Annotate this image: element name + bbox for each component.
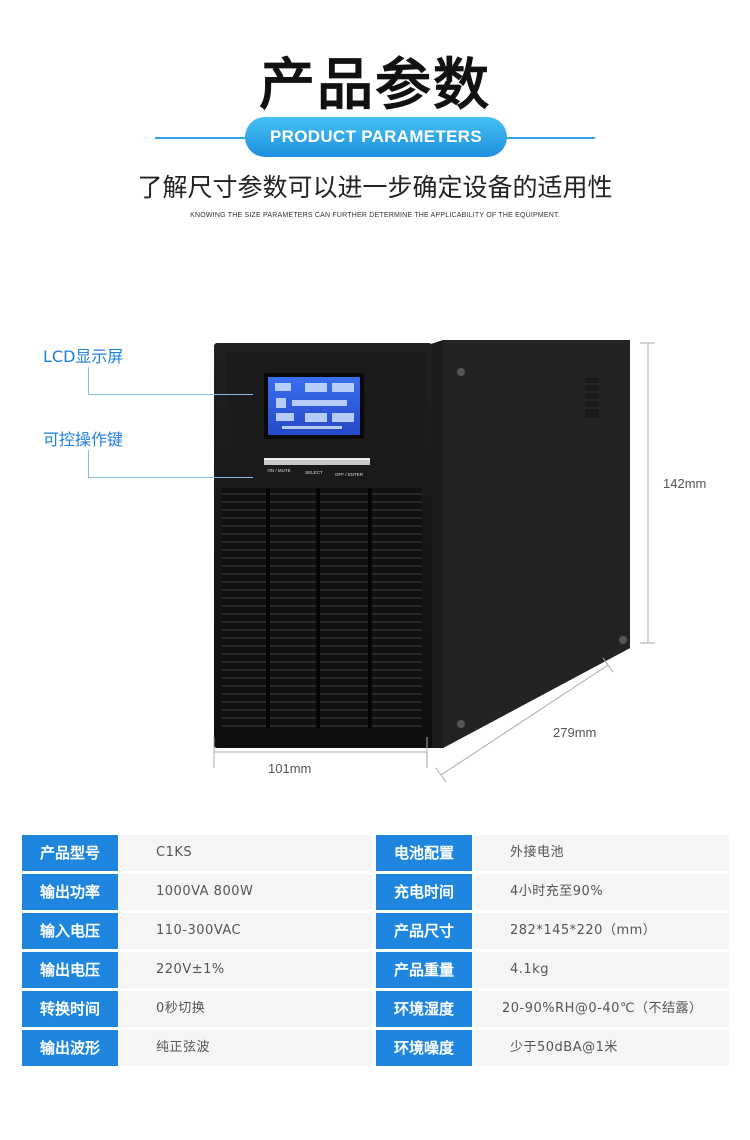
spec-value: 282*145*220（mm）	[474, 913, 729, 949]
spec-value: C1KS	[120, 835, 372, 871]
button-on-mute: ON / MUTE	[267, 468, 290, 473]
spec-value: 外接电池	[474, 835, 729, 871]
spec-value: 少于50dBA@1米	[474, 1030, 729, 1066]
table-row: 输出波形 纯正弦波 环境噪度 少于50dBA@1米	[22, 1030, 729, 1066]
spec-key: 产品重量	[376, 952, 472, 988]
spec-key: 输入电压	[22, 913, 118, 949]
depth-label: 279mm	[553, 725, 597, 740]
spec-key: 环境湿度	[376, 991, 472, 1027]
depth-dimension-line	[440, 664, 609, 776]
callout-keys-line-h	[88, 477, 253, 478]
callout-lcd-line-v	[88, 367, 89, 394]
spec-value: 4.1kg	[474, 952, 729, 988]
ups-product-image: ON / MUTE SELECT OFF / ENTER	[213, 340, 655, 783]
subtitle: 了解尺寸参数可以进一步确定设备的适用性	[137, 173, 613, 202]
subtitle-english: KNOWING THE SIZE PARAMETERS CAN FURTHER …	[190, 212, 560, 219]
spec-key: 电池配置	[376, 835, 472, 871]
page-title: 产品参数	[259, 53, 491, 118]
table-row: 转换时间 0秒切换 环境湿度 20-90%RH@0-40℃（不结露）	[22, 991, 729, 1027]
button-off-enter: OFF / ENTER	[335, 472, 364, 477]
spec-value: 0秒切换	[120, 991, 372, 1027]
spec-value: 20-90%RH@0-40℃（不结露）	[474, 991, 729, 1027]
button-select: SELECT	[305, 470, 323, 475]
front-vent	[222, 488, 422, 728]
spec-value: 1000VA 800W	[120, 874, 372, 910]
spec-key: 输出波形	[22, 1030, 118, 1066]
badge-line-right	[502, 137, 595, 139]
callout-keys-line-v	[88, 450, 89, 477]
table-row: 输出电压 220V±1% 产品重量 4.1kg	[22, 952, 729, 988]
spec-value: 纯正弦波	[120, 1030, 372, 1066]
callout-lcd: LCD显示屏	[43, 347, 124, 366]
spec-value: 4小时充至90%	[474, 874, 729, 910]
spec-value: 220V±1%	[120, 952, 372, 988]
callout-keys: 可控操作键	[43, 430, 124, 449]
badge-line-left	[155, 137, 250, 139]
height-label: 142mm	[663, 476, 707, 491]
spec-key: 环境噪度	[376, 1030, 472, 1066]
width-label: 101mm	[268, 761, 312, 776]
spec-key: 输出电压	[22, 952, 118, 988]
spec-value: 110-300VAC	[120, 913, 372, 949]
table-row: 产品型号 C1KS 电池配置 外接电池	[22, 835, 729, 871]
spec-key: 充电时间	[376, 874, 472, 910]
section-badge: PRODUCT PARAMETERS	[245, 117, 507, 157]
callout-lcd-line-h	[88, 394, 253, 395]
spec-key: 产品尺寸	[376, 913, 472, 949]
table-row: 输出功率 1000VA 800W 充电时间 4小时充至90%	[22, 874, 729, 910]
spec-key: 产品型号	[22, 835, 118, 871]
table-row: 输入电压 110-300VAC 产品尺寸 282*145*220（mm）	[22, 913, 729, 949]
spec-key: 输出功率	[22, 874, 118, 910]
spec-key: 转换时间	[22, 991, 118, 1027]
